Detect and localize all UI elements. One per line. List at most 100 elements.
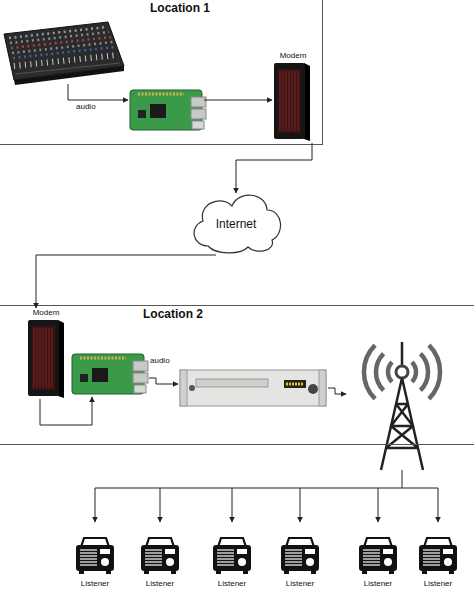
- radio-waves: [412, 345, 440, 399]
- radio-icon: [205, 523, 259, 579]
- radio-grille: [363, 555, 380, 556]
- radio-grille: [217, 555, 234, 556]
- radio-grille: [145, 552, 162, 553]
- listener-label: Listener: [133, 579, 187, 589]
- transmitter-display: [284, 380, 306, 388]
- rf-wire: [328, 388, 346, 394]
- radio-grille: [285, 552, 302, 553]
- listener-radio: Listener: [351, 523, 405, 591]
- broadcast-drop: [378, 488, 379, 522]
- network-wire: [204, 100, 272, 101]
- location-title: Location 1: [0, 0, 322, 15]
- tower-mast: [381, 378, 423, 470]
- modem-slat: [45, 328, 46, 388]
- broadcast-bus: [95, 470, 438, 488]
- listener-radio: Listener: [411, 523, 465, 591]
- antenna-ball: [396, 366, 408, 378]
- modem-slat: [36, 328, 37, 388]
- broadcast-drop: [438, 488, 439, 522]
- internet-cloud: Internet: [186, 188, 286, 256]
- radio-icon: [351, 523, 405, 579]
- modem-body: [28, 320, 59, 396]
- network-connector: [236, 143, 312, 193]
- radio-grille: [363, 552, 380, 553]
- modem-slat: [288, 71, 289, 131]
- radio-grille: [80, 552, 97, 553]
- modem-icon: [268, 61, 318, 141]
- radio-knob: [384, 558, 392, 566]
- mixer-fader-rail: [15, 63, 120, 74]
- modem-slat: [282, 71, 283, 131]
- radio-foot: [79, 571, 84, 574]
- radio-grille: [217, 564, 234, 565]
- mixer-knobs: [9, 27, 107, 38]
- radio-grille: [285, 549, 302, 550]
- transmitter-knob: [308, 384, 318, 394]
- listener-label: Listener: [273, 579, 327, 589]
- radio-grille: [285, 561, 302, 562]
- radio-foot: [243, 571, 248, 574]
- radio-dial: [100, 549, 110, 554]
- transmitter-ear: [180, 370, 187, 406]
- mixer-knobs: [10, 32, 109, 43]
- radio-dial: [383, 549, 393, 554]
- radio-foot: [389, 571, 394, 574]
- pi-port: [191, 97, 206, 107]
- fm-transmitter: [180, 370, 326, 406]
- radio-grille: [145, 561, 162, 562]
- modem-icon: [22, 318, 70, 398]
- radio-icon: [133, 523, 187, 579]
- modem-slat: [48, 328, 49, 388]
- radio-grille: [217, 561, 234, 562]
- pi-port: [191, 109, 206, 119]
- radio-knob: [444, 558, 452, 566]
- radio-grille: [363, 558, 380, 559]
- radio-grille: [80, 561, 97, 562]
- radio-grille: [423, 552, 440, 553]
- antenna-spike: [401, 342, 404, 366]
- radio-knob: [238, 558, 246, 566]
- pi-port: [192, 121, 204, 129]
- radio-icon: [411, 523, 465, 579]
- radio-foot: [311, 571, 316, 574]
- modem-label: Modem: [22, 308, 70, 318]
- radio-grille: [217, 552, 234, 553]
- radio-grille: [285, 564, 302, 565]
- cloud-label: Internet: [216, 213, 257, 231]
- transmitter-ear: [319, 370, 326, 406]
- pi-chip: [80, 374, 88, 382]
- radio-grille: [217, 549, 234, 550]
- radio-body: [281, 545, 319, 571]
- radio-grille: [145, 555, 162, 556]
- pi-port: [133, 373, 148, 383]
- radio-dial: [165, 549, 175, 554]
- radio-grille: [423, 564, 440, 565]
- radio-icon: [68, 523, 122, 579]
- pi-chip: [138, 110, 146, 118]
- mixer-illustration: [4, 22, 124, 85]
- modem-node: Modem: [268, 51, 318, 143]
- radio-foot: [216, 571, 221, 574]
- transmitter-handle: [196, 379, 268, 387]
- listener-label: Listener: [205, 579, 259, 589]
- listener-radio: Listener: [68, 523, 122, 591]
- mixer-knobs: [11, 37, 111, 48]
- radio-grille: [145, 558, 162, 559]
- radio-tower: [364, 342, 440, 470]
- radio-grille: [423, 558, 440, 559]
- radio-grille: [423, 561, 440, 562]
- listener-radio: Listener: [205, 523, 259, 591]
- modem-slat: [291, 71, 292, 131]
- signal-label: audio: [150, 356, 170, 366]
- radio-grille: [80, 549, 97, 550]
- modem-body: [274, 63, 305, 139]
- radio-grille: [80, 558, 97, 559]
- modem-slat: [294, 71, 295, 131]
- signal-label: audio: [76, 102, 96, 112]
- radio-waves: [364, 345, 392, 399]
- radio-foot: [449, 571, 454, 574]
- location-title: Location 2: [0, 306, 474, 321]
- radio-foot: [144, 571, 149, 574]
- radio-foot: [362, 571, 367, 574]
